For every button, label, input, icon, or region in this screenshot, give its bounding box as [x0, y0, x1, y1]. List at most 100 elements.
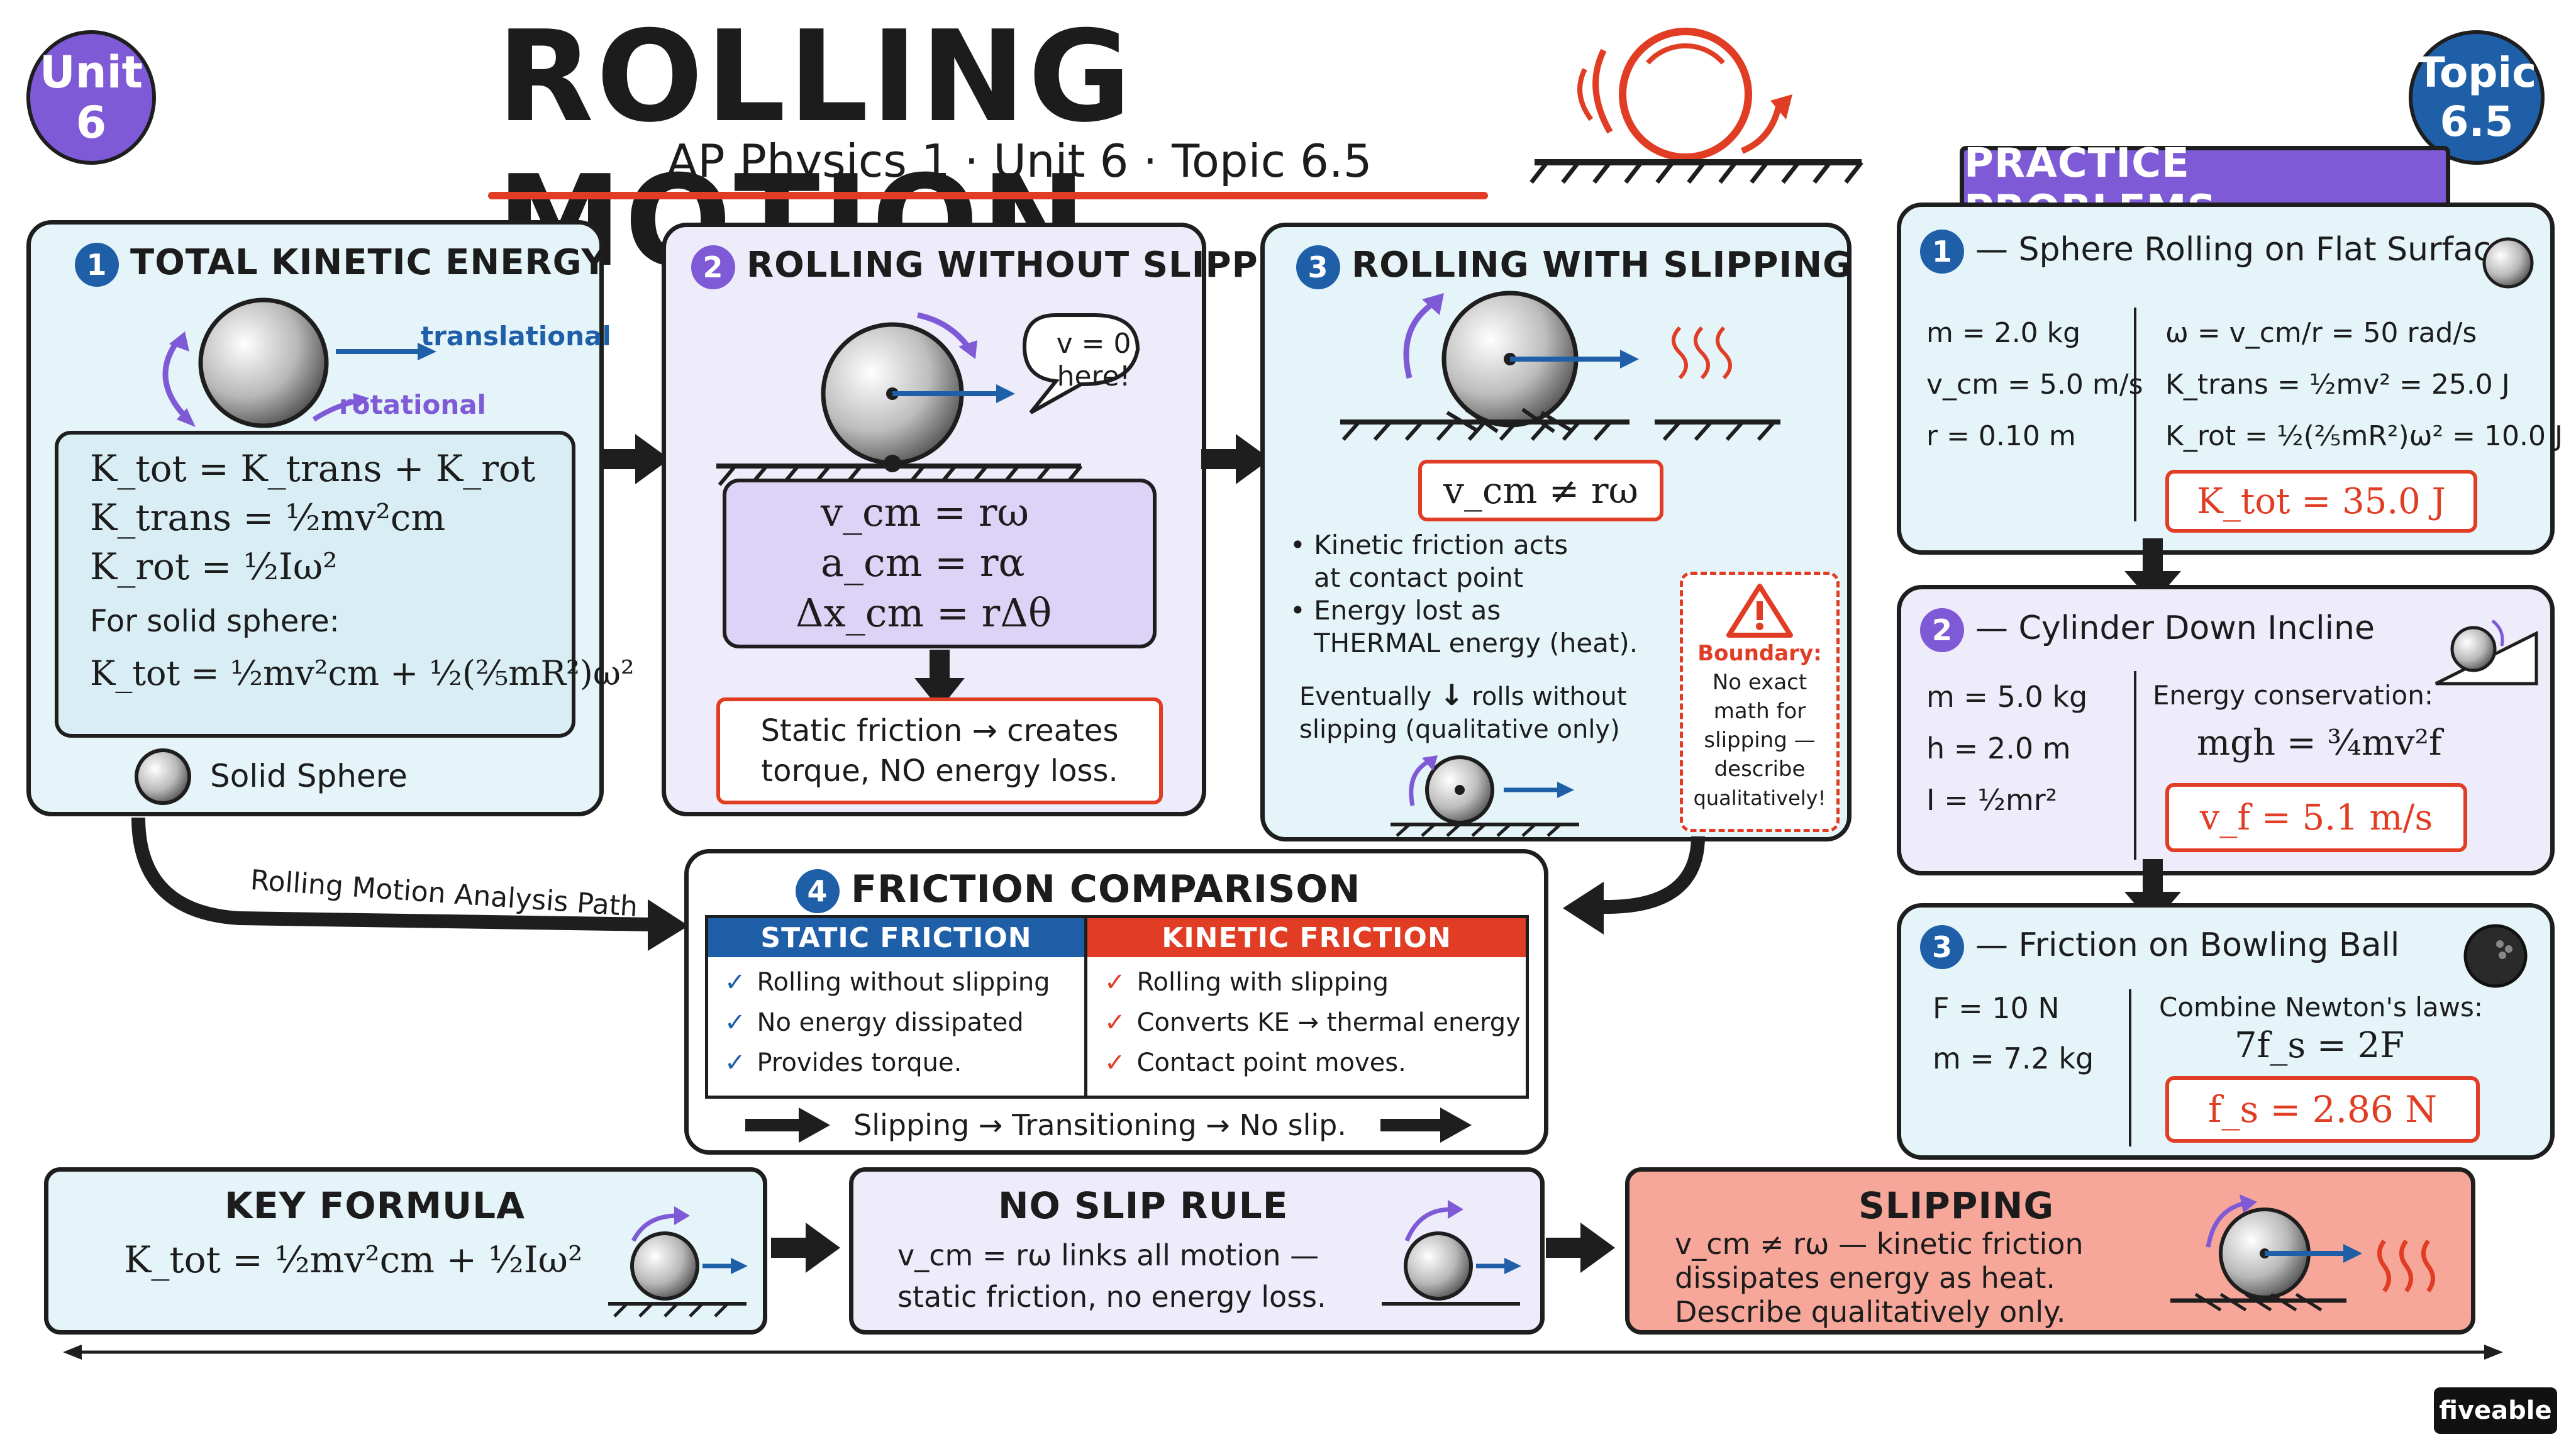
problem2-work-label: Energy conservation:: [2153, 680, 2433, 711]
fiveable-logo-text: fiveable: [2439, 1396, 2552, 1425]
card1-number: 1: [75, 242, 119, 287]
check-icon: ✓: [724, 1048, 746, 1077]
rolling-ball-icon: [608, 1206, 748, 1318]
slipping-ball-icon: [2170, 1194, 2435, 1312]
problem3-number: 3: [1920, 925, 1964, 969]
card2-number: 2: [691, 245, 735, 289]
solid-sphere-label: Solid Sphere: [210, 758, 408, 794]
sphere-icon: [2482, 237, 2534, 289]
card3-header: 3 Rolling with Slipping: [1296, 245, 1852, 289]
friction-flow-text: Slipping → Transitioning → No slip.: [853, 1108, 1346, 1142]
problem3-divider: [2129, 989, 2131, 1146]
unit-badge-line1: Unit: [39, 47, 143, 98]
label-translational: translational: [421, 321, 611, 352]
problem1-givens: m = 2.0 kg v_cm = 5.0 m/s r = 0.10 m: [1926, 308, 2143, 462]
slipping-bullets: • Kinetic friction acts at contact point…: [1290, 529, 1638, 660]
boundary-warning-box: Boundary: No exact math for slipping — d…: [1680, 572, 1840, 832]
arrow-down-icon: [914, 650, 965, 709]
list-item: ✓Rolling with slipping: [1104, 968, 1389, 997]
check-icon: ✓: [1104, 1008, 1126, 1037]
bullet-kinetic-2: at contact point: [1314, 562, 1524, 593]
problem-card-2: 2— Cylinder Down Incline m = 5.0 kg h = …: [1897, 585, 2555, 875]
sphere-energy-icon: [162, 297, 436, 428]
eventually-line1: Eventually ↓ rolls without: [1299, 678, 1627, 712]
card3-number: 3: [1296, 245, 1340, 289]
eventually-line2: slipping (qualitative only): [1299, 715, 1620, 744]
rolling-ball-header-icon: [1530, 28, 1863, 184]
slipping-sphere-icon: [1340, 291, 1780, 441]
given: F = 10 N: [1933, 991, 2060, 1025]
problem1-answer: K_tot = 35.0 J: [2165, 470, 2477, 533]
static-note-line1: Static friction → creates: [760, 713, 1119, 748]
static-items: ✓Rolling without slipping ✓No energy dis…: [724, 962, 1050, 1083]
card4-title: Friction Comparison: [851, 867, 1361, 911]
boundary-title: Boundary:: [1697, 641, 1822, 666]
solid-sphere-icon: [135, 748, 191, 805]
kinetic-items: ✓Rolling with slipping ✓Converts KE → th…: [1104, 962, 1521, 1083]
problem1-header: 1— Sphere Rolling on Flat Surface: [1920, 230, 2511, 274]
problem-card-3: 3— Friction on Bowling Ball F = 10 N m =…: [1897, 903, 2555, 1160]
problem1-title: — Sphere Rolling on Flat Surface: [1975, 231, 2512, 269]
bullet-kinetic-1: • Kinetic friction acts: [1290, 530, 1568, 560]
eq-vcm: v_cm = rω: [821, 489, 1030, 535]
eq-vcm-neq: v_cm ≠ rω: [1443, 469, 1638, 512]
given: I = ½mr²: [1926, 783, 2058, 817]
card3-title: Rolling with Slipping: [1352, 245, 1853, 286]
given: v_cm = 5.0 m/s: [1926, 369, 2143, 401]
problem1-work: ω = v_cm/r = 50 rad/s K_trans = ½mv² = 2…: [2165, 308, 2563, 462]
table-divider: [1084, 918, 1087, 1096]
double-arrow-line: [63, 1345, 2503, 1360]
work-step: K_trans = ½mv² = 25.0 J: [2165, 369, 2510, 401]
static-friction-note: Static friction → creates torque, NO ene…: [716, 697, 1163, 804]
list-item: ✓No energy dissipated: [724, 1008, 1024, 1037]
rolling-sphere-icon: [716, 312, 1140, 486]
card1-header: 1 Total Kinetic Energy: [75, 242, 608, 287]
given: m = 5.0 kg: [1926, 680, 2088, 714]
problem-card-1: 1— Sphere Rolling on Flat Surface m = 2.…: [1897, 203, 2563, 555]
card2-header: 2Rolling without Slipping: [691, 245, 1331, 289]
card4-number: 4: [796, 869, 840, 914]
bullet-energy-1: • Energy lost as: [1290, 595, 1501, 626]
eq-ktrans: K_trans = ½mv²cm: [90, 496, 446, 539]
rolling-ball-small-icon: [1391, 755, 1579, 837]
slipping-card: SLIPPING v_cm ≠ rω — kinetic friction di…: [1625, 1167, 2475, 1335]
card-rolling-with-slipping: 3 Rolling with Slipping v_cm ≠ rω • Kinet…: [1260, 223, 1852, 841]
label-rotational: rotational: [339, 389, 486, 420]
slip-inequality-box: v_cm ≠ rω: [1418, 460, 1663, 521]
list-item: ✓Provides torque.: [724, 1048, 962, 1077]
boundary-line-4: qualitatively!: [1693, 786, 1826, 810]
kinetic-friction-header: KINETIC FRICTION: [1087, 918, 1526, 957]
list-item: ✓Converts KE → thermal energy: [1104, 1008, 1521, 1037]
problem1-divider: [2134, 308, 2136, 521]
static-note-line2: torque, NO energy loss.: [761, 753, 1118, 789]
key-formula-eq: K_tot = ½mv²cm + ½Iω²: [124, 1238, 583, 1281]
bubble-line2: here!: [1057, 360, 1131, 392]
arrow-right-icon: [771, 1223, 840, 1273]
unit-badge: Unit 6: [26, 30, 156, 165]
list-item: ✓Contact point moves.: [1104, 1048, 1406, 1077]
no-slip-equations-box: v_cm = rω a_cm = rα Δx_cm = rΔθ: [723, 479, 1157, 648]
problem3-work-label: Combine Newton's laws:: [2159, 992, 2484, 1023]
problem3-header: 3 — Friction on Bowling Ball: [1920, 925, 2399, 969]
slipping-title: SLIPPING: [1858, 1184, 2055, 1227]
problem2-answer: v_f = 5.1 m/s: [2165, 783, 2467, 852]
card1-title: Total Kinetic Energy: [130, 242, 608, 283]
topic-badge: Topic 6.5: [2409, 30, 2545, 165]
work-step: ω = v_cm/r = 50 rad/s: [2165, 317, 2477, 349]
subtitle-underline: [488, 192, 1488, 199]
eq-krot: K_rot = ½Iω²: [90, 545, 338, 588]
analysis-path-arrow: [131, 817, 689, 951]
given: r = 0.10 m: [1926, 420, 2076, 452]
eq-dxcm: Δx_cm = rΔθ: [796, 590, 1052, 636]
topic-badge-line1: Topic: [2416, 48, 2537, 97]
arrow-right-icon: [1201, 434, 1270, 484]
problem3-work-eq: 7f_s = 2F: [2235, 1025, 2405, 1066]
problem3-title: — Friction on Bowling Ball: [1975, 926, 2400, 964]
card-rolling-without-slipping: 2Rolling without Slipping v = 0 here! v_…: [662, 223, 1331, 816]
no-slip-line1: v_cm = rω links all motion —: [897, 1238, 1319, 1272]
card4-header: 4Friction Comparison: [796, 867, 1361, 914]
slipping-line1: v_cm ≠ rω — kinetic friction: [1675, 1227, 2084, 1261]
no-slip-rule-title: NO SLIP RULE: [998, 1184, 1289, 1227]
eventually-text: Eventually ↓ rolls without slipping (qua…: [1299, 679, 1627, 746]
problem2-divider: [2134, 671, 2136, 860]
